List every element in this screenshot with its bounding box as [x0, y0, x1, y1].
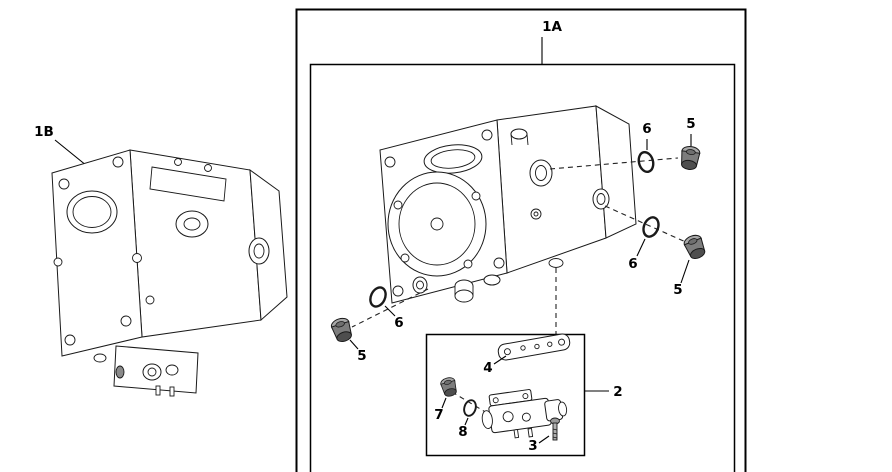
- callout-5-top[interactable]: 5: [686, 116, 695, 132]
- callout-4[interactable]: 4: [483, 360, 492, 376]
- leader-plug-side: [680, 259, 690, 284]
- callout-7[interactable]: 7: [434, 407, 443, 423]
- leader-oring-valve: [464, 417, 469, 426]
- plug-icon-side: [681, 232, 709, 262]
- dashed-line-bottom: [351, 288, 429, 328]
- callout-6-side[interactable]: 6: [628, 256, 637, 272]
- dashed-line-side: [604, 205, 689, 244]
- callout-3[interactable]: 3: [528, 438, 537, 454]
- callout-6-bottom[interactable]: 6: [394, 315, 403, 331]
- callout-6-top[interactable]: 6: [642, 121, 651, 137]
- screw-icon: [550, 417, 560, 441]
- callout-5-side[interactable]: 5: [673, 282, 682, 298]
- leader-plug-valve: [441, 397, 447, 409]
- gasket-icon: [497, 333, 571, 361]
- plug-icon-bottom: [329, 315, 355, 345]
- callout-1b[interactable]: 1B: [34, 124, 54, 140]
- dashed-line-top: [549, 157, 679, 170]
- leader-plug-bottom: [349, 339, 359, 350]
- callout-1a[interactable]: 1A: [542, 19, 562, 35]
- valve-assembly-icon: [481, 389, 568, 439]
- plug-icon-top: [678, 144, 702, 172]
- oring-icon-side: [639, 213, 663, 241]
- oring-icon-bottom: [366, 283, 390, 311]
- assembly-frame-1a: [295, 8, 747, 472]
- valve-kit-frame: [425, 333, 586, 457]
- leader-gasket: [493, 355, 507, 365]
- callout-2[interactable]: 2: [613, 384, 622, 400]
- leader-oring-side: [636, 238, 646, 257]
- leader-oring-bottom: [384, 305, 396, 317]
- oring-icon-top: [635, 149, 657, 175]
- pump-1b-drawing: [51, 149, 288, 397]
- callout-5-bottom[interactable]: 5: [357, 348, 366, 364]
- callout-8[interactable]: 8: [458, 424, 467, 440]
- oring-icon-valve: [461, 397, 479, 419]
- pump-1a-drawing: [379, 105, 637, 304]
- leader-screw: [538, 435, 550, 444]
